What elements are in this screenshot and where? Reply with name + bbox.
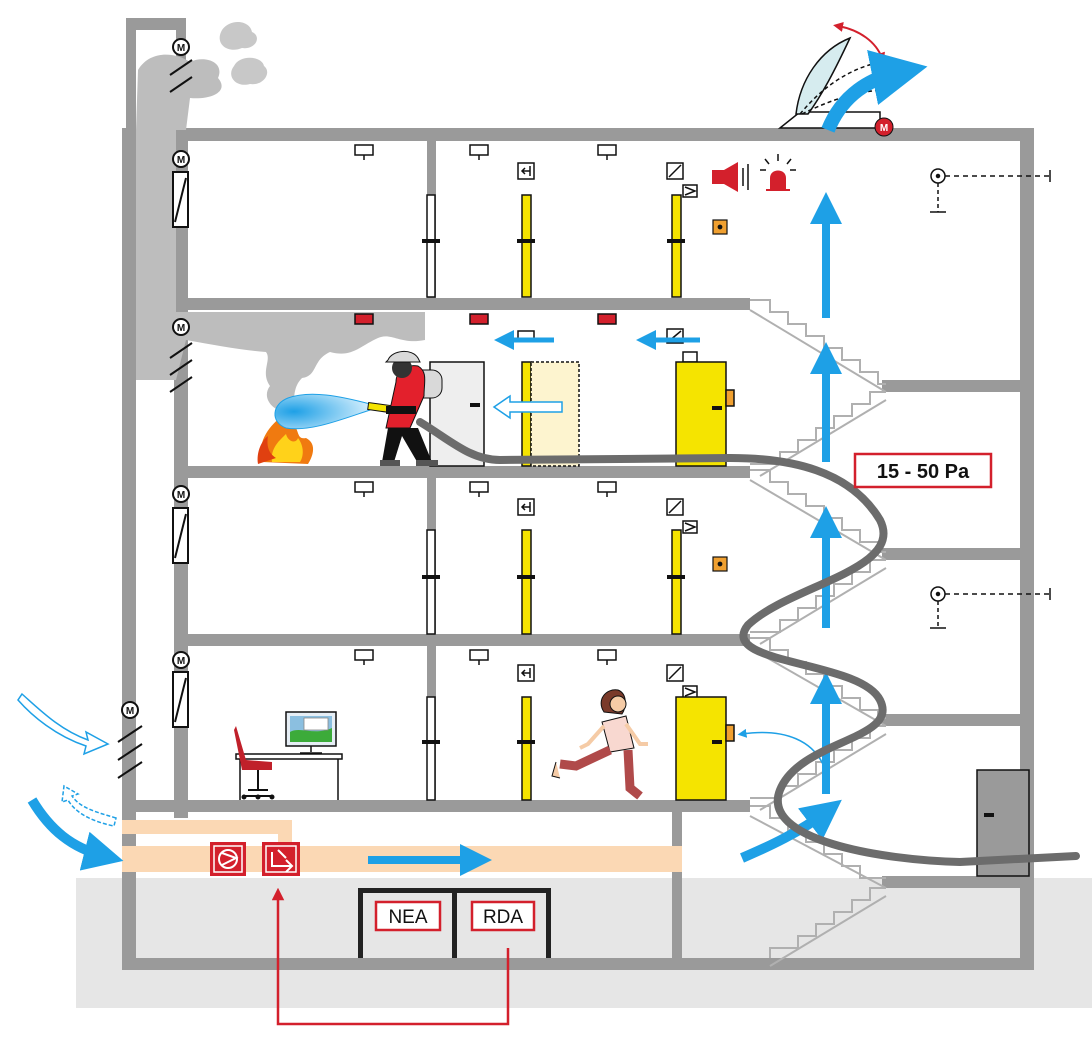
fire-hose [416,418,1080,866]
control-line [271,887,510,1026]
svg-text:RDA: RDA [483,907,523,928]
pressure-damper-icon [262,842,300,876]
svg-text:M: M [880,123,888,134]
alarm-beacon-icon [760,154,796,191]
shaft-dampers [117,38,193,779]
svg-text:M: M [177,656,185,667]
smoke [136,21,425,412]
rda-box: RDA [470,900,536,932]
outline-arrows [17,394,563,827]
staircase [749,299,887,967]
alarm-horn-icon [712,162,749,192]
svg-text:NEA: NEA [388,907,427,928]
supply-air-duct [122,820,682,872]
water-spray-icon [274,393,371,430]
office-chair [234,726,275,800]
manual-call-points [712,219,728,572]
fan-icon [210,842,246,876]
svg-text:M: M [177,43,185,54]
running-person-icon [551,689,648,800]
pressure-label: 15 - 50 Pa [853,452,993,489]
motor-labels: M M M M M M [126,43,185,717]
triggered-detectors [354,313,617,325]
pressure-sensors [930,168,1051,629]
doors [426,194,1030,877]
smoke-detectors [354,144,617,665]
nea-box: NEA [374,900,442,932]
svg-text:M: M [126,706,134,717]
office-desk [235,711,343,800]
svg-text:15 - 50 Pa: 15 - 50 Pa [877,461,970,483]
fire-icon [257,416,314,464]
svg-text:M: M [177,490,185,501]
door-hold-open-devices [517,162,698,699]
roof-vent: M [777,21,928,137]
svg-text:M: M [177,155,185,166]
svg-text:M: M [177,323,185,334]
ground [76,878,1092,1008]
firefighter-icon [367,351,443,466]
airflow-arrows [27,192,842,876]
